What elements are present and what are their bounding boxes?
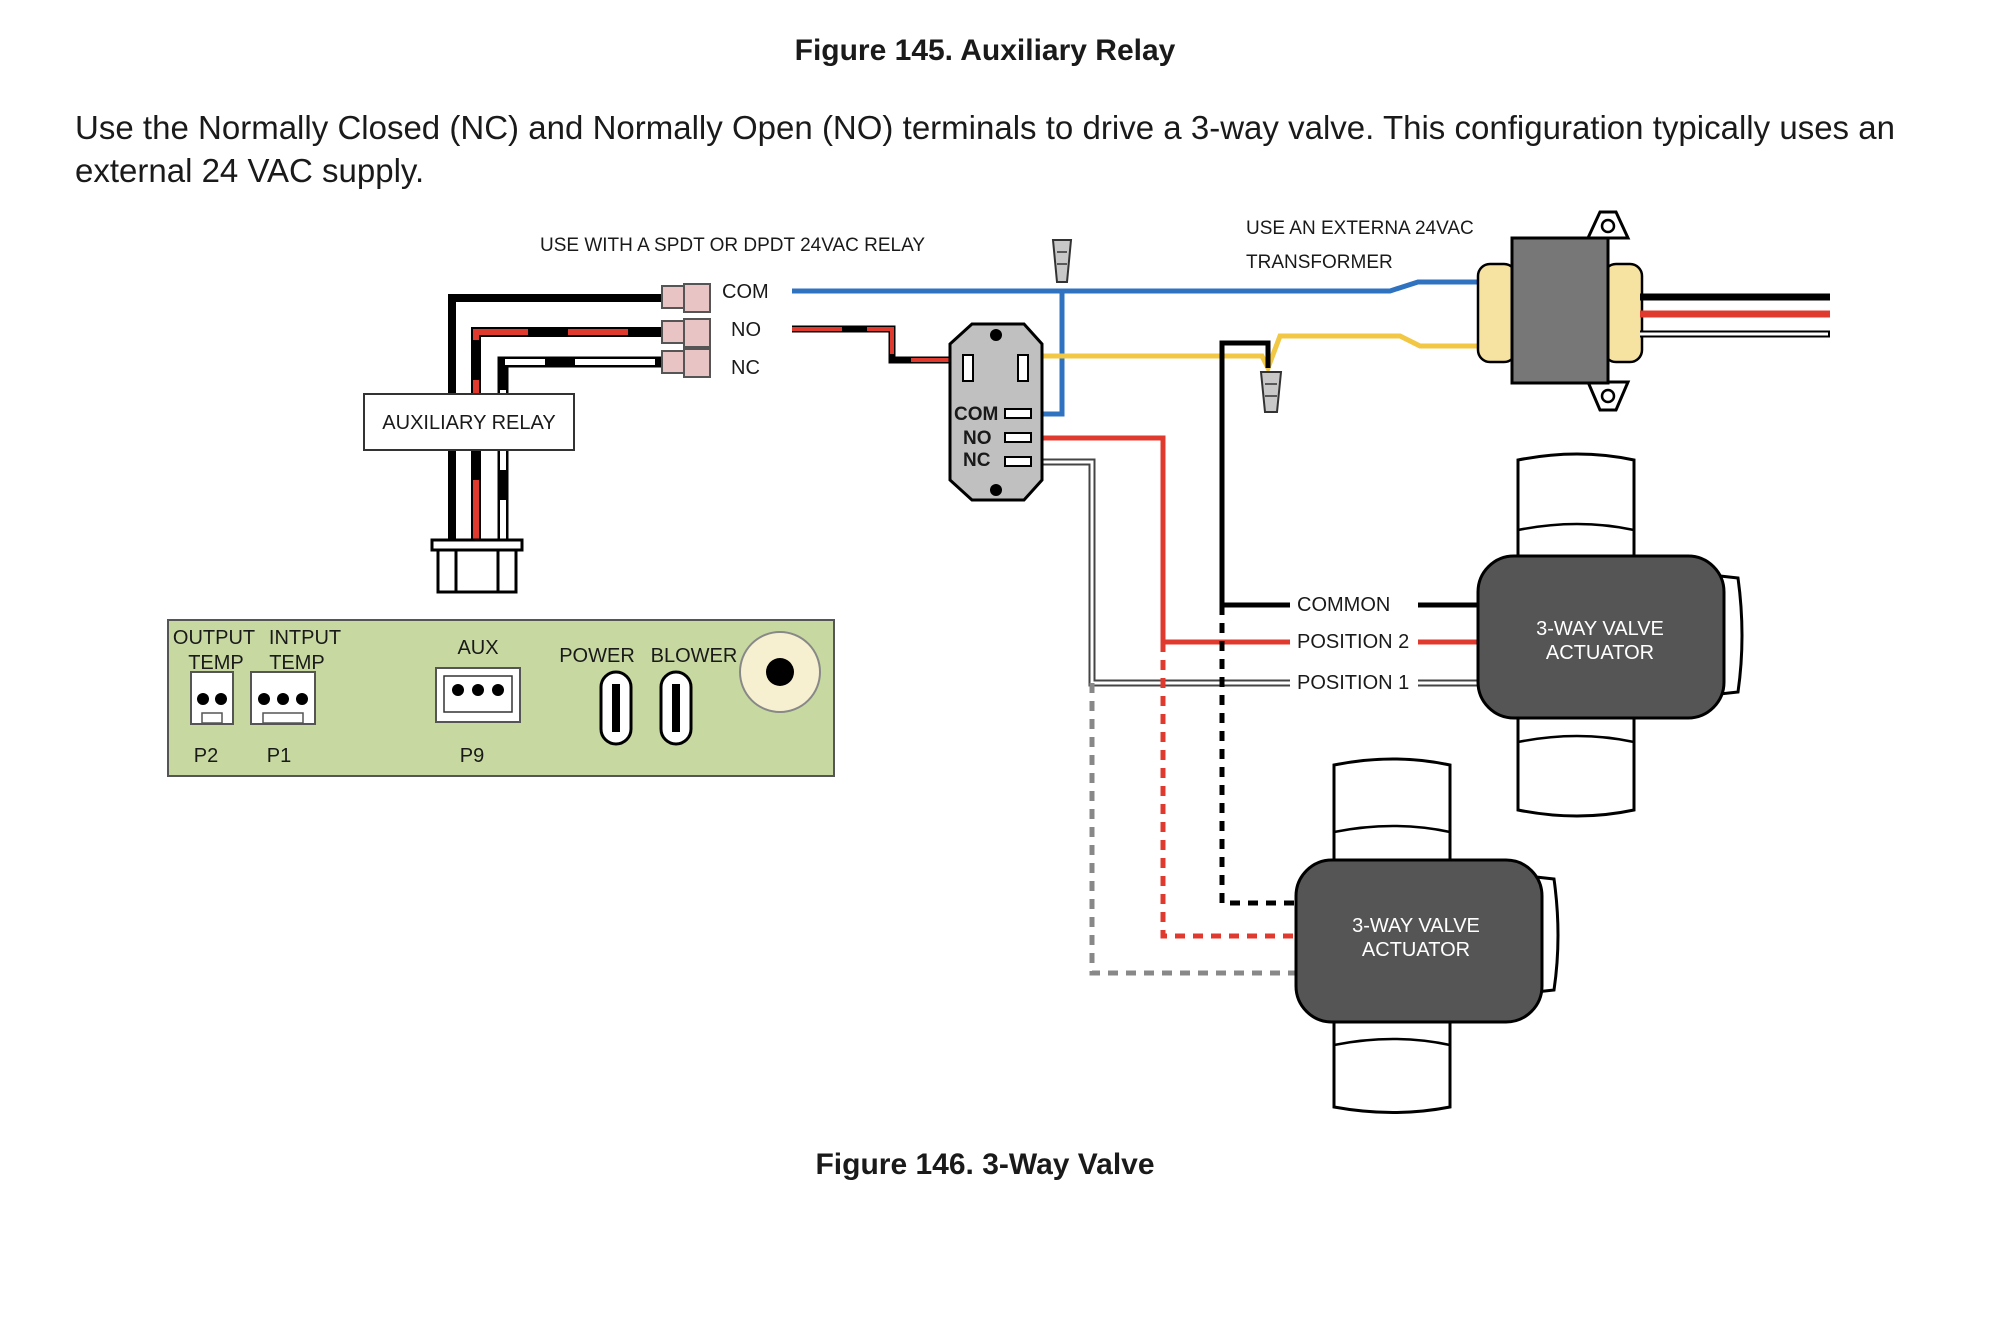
board-label-output-temp: TEMP [188,652,244,674]
control-board: OUTPUT TEMP INTPUT TEMP AUX POWER BLOWER [167,619,835,777]
board-label-p9: P9 [460,745,484,767]
board-label-p2: P2 [194,745,218,767]
blower-terminal [659,670,693,746]
actuator-1-label-line2: ACTUATOR [1546,642,1654,664]
relay-terminal-no: NO [963,428,992,449]
relay-terminal-com: COM [954,404,998,425]
valve-actuator-1: 3-WAY VALVE ACTUATOR [1476,452,1744,818]
connector-p9 [435,667,521,723]
black-common-wire [1219,340,1290,608]
harness-label-com: COM [722,281,769,303]
board-label-p1: P1 [267,745,291,767]
dashed-common-wire [1219,605,1296,906]
actuator-1-label-line1: 3-WAY VALVE [1536,618,1664,640]
board-label-power: POWER [559,645,635,667]
board-label-aux: AUX [457,637,498,659]
figure-145-title: Figure 145. Auxiliary Relay [794,34,1176,67]
figure-146-title: Figure 146. 3-Way Valve [815,1148,1155,1181]
wire-nut-bottom [1259,371,1283,413]
transformer-note-line1: USE AN EXTERNA 24VAC [1246,218,1474,239]
harness-label-no: NO [731,319,761,341]
red-position2-wire [1030,435,1290,645]
relay-terminal-nc: NC [963,450,991,471]
board-label-input: INTPUT [269,627,341,649]
white-position1-wire [1030,458,1290,687]
spade-terminal-no [661,318,711,348]
spade-terminal-nc [661,348,711,378]
red-no-wire [792,325,960,364]
dashed-position1-wire [1089,683,1296,976]
connector-p2 [190,671,234,725]
wire-label-position1: POSITION 1 [1297,672,1409,694]
dashed-position2-wire [1160,642,1296,939]
round-port [739,631,821,713]
aux-relay-label: AUXILIARY RELAY [382,412,555,434]
aux-relay-label-box [363,393,575,451]
spdt-relay: COM NO NC [948,322,1044,502]
harness-label-nc: NC [731,357,760,379]
relay-note: USE WITH A SPDT OR DPDT 24VAC RELAY [540,235,925,256]
blue-com-wire [792,279,1480,294]
wire-nut-top [1051,239,1073,283]
board-label-input-temp: TEMP [269,652,325,674]
connector-p1 [250,671,316,725]
power-terminal [599,670,633,746]
board-label-output: OUTPUT [173,627,255,649]
wire-label-common: COMMON [1297,594,1390,616]
intro-paragraph: Use the Normally Closed (NC) and Normall… [75,109,1895,189]
yellow-wire [1030,333,1480,375]
spade-terminal-com [661,283,711,313]
actuator-2-label-line2: ACTUATOR [1362,939,1470,961]
board-label-blower: BLOWER [651,645,738,667]
valve-actuator-2: 3-WAY VALVE ACTUATOR [1294,757,1560,1114]
transformer-note-line2: TRANSFORMER [1246,252,1393,273]
aux-relay-harness: COM NO NC AUXILIARY RELAY [363,281,769,594]
actuator-2-label-line1: 3-WAY VALVE [1352,915,1480,937]
transformer [1476,210,1830,412]
wire-label-position2: POSITION 2 [1297,631,1409,653]
